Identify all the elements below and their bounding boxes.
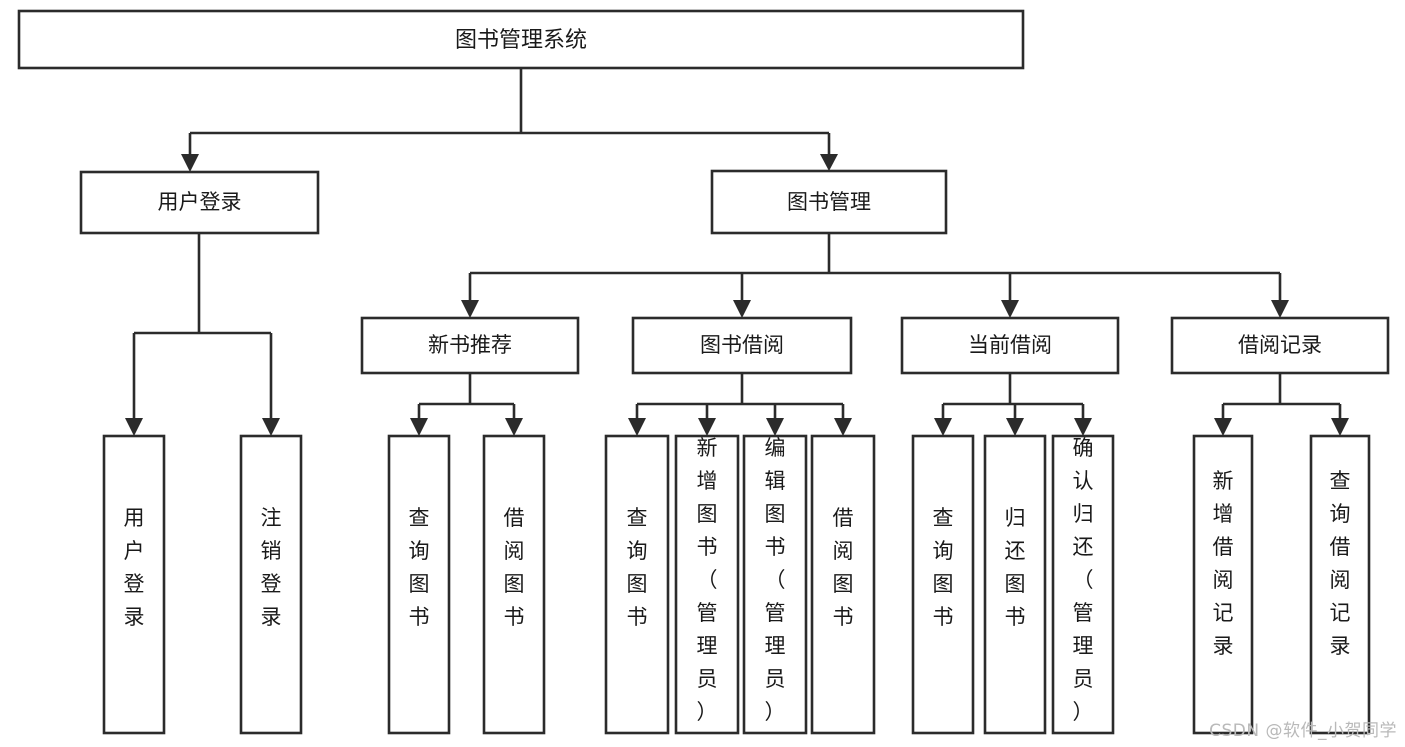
leaf-node-leaf-logout[interactable]: 注销登录 <box>239 434 303 735</box>
leaf-user-login-label: 用户登录 <box>124 506 145 629</box>
book-management-label: 图书管理 <box>787 190 871 214</box>
borrow-record-box[interactable] <box>1170 316 1390 375</box>
leaf-return-book-label: 归还图书 <box>1005 506 1026 629</box>
arrow-bm-to-book-borrow <box>733 300 751 318</box>
edge-root-bus <box>188 68 831 156</box>
node-root[interactable]: 图书管理系统 <box>17 9 1025 70</box>
user-login-label: 用户登录 <box>158 190 242 214</box>
leaf-node-leaf-add-record[interactable]: 新增借阅记录 <box>1192 434 1254 735</box>
leaf-borrow-book-label: 借阅图书 <box>833 506 854 629</box>
leaf-edit-book-label: 编辑图书（管理员） <box>765 436 786 724</box>
root-label: 图书管理系统 <box>455 28 587 53</box>
leaf-user-login-box[interactable] <box>102 434 166 735</box>
arrow-bb-to-edit-book <box>766 418 784 436</box>
arrow-cb-to-return-book <box>1006 418 1024 436</box>
borrow-record-label: 借阅记录 <box>1238 333 1322 357</box>
arrow-bb-to-add-book <box>698 418 716 436</box>
leaf-confirm-return-label: 确认归还（管理员） <box>1073 436 1094 724</box>
leaf-nodes-layer: 用户登录 注销登录 查询图书 借阅图书 查询图书 新增图书（管理员） 编辑图书（管理员） 借阅… <box>102 434 1371 735</box>
arrow-user-login-to-leaf-logout <box>262 418 280 436</box>
leaf-return-book-box[interactable] <box>983 434 1047 735</box>
edge-user-login-bus <box>132 233 273 420</box>
arrow-bb-to-borrow-book <box>834 418 852 436</box>
current-borrow-label: 当前借阅 <box>968 333 1052 357</box>
arrow-nbr-to-borrow-book <box>505 418 523 436</box>
edge-current-borrow-bus <box>941 373 1085 420</box>
arrow-bm-to-new-book-recommend <box>461 300 479 318</box>
edge-book-borrow-bus <box>635 373 845 420</box>
leaf-query-book-rec-box[interactable] <box>387 434 451 735</box>
edge-new-book-recommend-bus <box>417 373 516 420</box>
arrow-br-to-query-record <box>1331 418 1349 436</box>
arrow-cb-to-confirm-return <box>1074 418 1092 436</box>
leaf-node-leaf-query-book-rec[interactable]: 查询图书 <box>387 434 451 735</box>
arrow-bm-to-borrow-record <box>1271 300 1289 318</box>
arrow-cb-to-query-book <box>934 418 952 436</box>
current-borrow-box[interactable] <box>900 316 1120 375</box>
arrow-bb-to-query-book <box>628 418 646 436</box>
new-book-recommend-box[interactable] <box>360 316 580 375</box>
leaf-node-leaf-add-book[interactable]: 新增图书（管理员） <box>674 434 740 735</box>
leaf-node-leaf-borrow-book[interactable]: 借阅图书 <box>810 434 876 735</box>
arrow-user-login-to-leaf-user-login <box>125 418 143 436</box>
node-new-book-recommend[interactable]: 新书推荐 <box>360 316 580 375</box>
node-book-borrow[interactable]: 图书借阅 <box>631 316 853 375</box>
node-user-login[interactable]: 用户登录 <box>79 170 320 235</box>
leaf-borrow-book-rec-box[interactable] <box>482 434 546 735</box>
edge-borrow-record-bus <box>1221 373 1342 420</box>
leaf-borrow-book-box[interactable] <box>810 434 876 735</box>
leaf-query-record-box[interactable] <box>1309 434 1371 735</box>
leaf-query-book-borrow-box[interactable] <box>604 434 670 735</box>
book-management-box[interactable] <box>710 169 948 235</box>
leaf-edit-book-box[interactable] <box>742 434 808 735</box>
leaf-node-leaf-query-book-borrow[interactable]: 查询图书 <box>604 434 670 735</box>
arrow-bm-to-current-borrow <box>1001 300 1019 318</box>
leaf-node-leaf-confirm-return[interactable]: 确认归还（管理员） <box>1051 434 1115 735</box>
leaf-node-leaf-query-record[interactable]: 查询借阅记录 <box>1309 434 1371 735</box>
leaf-query-book-borrow-label: 查询图书 <box>627 506 648 629</box>
node-current-borrow[interactable]: 当前借阅 <box>900 316 1120 375</box>
leaf-add-book-box[interactable] <box>674 434 740 735</box>
arrow-root-to-book-management <box>820 154 838 171</box>
leaf-logout-label: 注销登录 <box>261 506 282 629</box>
leaf-add-record-label: 新增借阅记录 <box>1213 469 1234 658</box>
leaf-query-book-current-box[interactable] <box>911 434 975 735</box>
arrow-root-to-user-login <box>181 154 199 172</box>
leaf-node-leaf-return-book[interactable]: 归还图书 <box>983 434 1047 735</box>
root-box[interactable] <box>17 9 1025 70</box>
node-borrow-record[interactable]: 借阅记录 <box>1170 316 1390 375</box>
book-borrow-box[interactable] <box>631 316 853 375</box>
leaf-query-book-rec-label: 查询图书 <box>409 506 430 629</box>
leaf-add-record-box[interactable] <box>1192 434 1254 735</box>
leaf-node-leaf-query-book-current[interactable]: 查询图书 <box>911 434 975 735</box>
user-login-box[interactable] <box>79 170 320 235</box>
leaf-borrow-book-rec-label: 借阅图书 <box>504 506 525 629</box>
leaf-logout-box[interactable] <box>239 434 303 735</box>
book-borrow-label: 图书借阅 <box>700 333 784 357</box>
new-book-recommend-label: 新书推荐 <box>428 333 512 357</box>
edge-book-management-bus <box>468 233 1282 302</box>
edges-layer <box>125 68 1349 436</box>
node-book-management[interactable]: 图书管理 <box>710 169 948 235</box>
arrow-nbr-to-query-book <box>410 418 428 436</box>
leaf-add-book-label: 新增图书（管理员） <box>697 436 718 724</box>
leaf-query-book-current-label: 查询图书 <box>933 506 954 629</box>
arrow-br-to-add-record <box>1214 418 1232 436</box>
leaf-node-leaf-user-login[interactable]: 用户登录 <box>102 434 166 735</box>
leaf-node-leaf-edit-book[interactable]: 编辑图书（管理员） <box>742 434 808 735</box>
leaf-confirm-return-box[interactable] <box>1051 434 1115 735</box>
leaf-query-record-label: 查询借阅记录 <box>1330 469 1351 658</box>
leaf-node-leaf-borrow-book-rec[interactable]: 借阅图书 <box>482 434 546 735</box>
